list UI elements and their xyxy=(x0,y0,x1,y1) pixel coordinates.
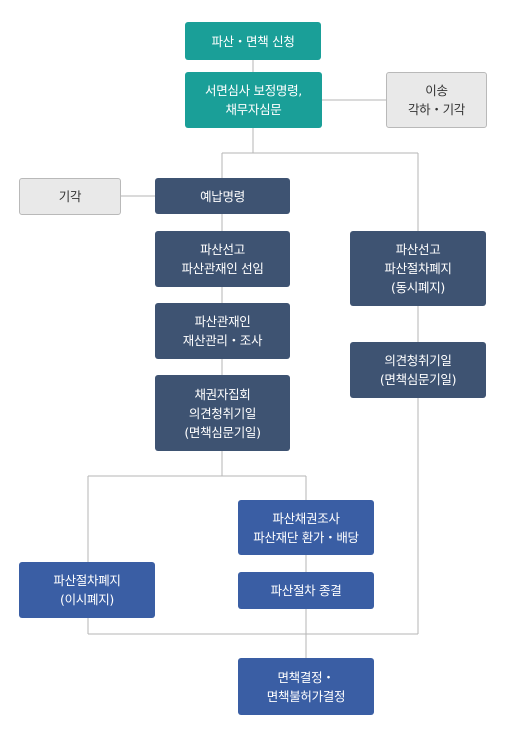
node-trustee-line-1: 파산선고 xyxy=(200,242,245,257)
node-advance-payment: 예납명령 xyxy=(155,178,290,214)
node-dismissal-line-1: 기각 xyxy=(58,189,82,204)
node-discharge-decision: 면책결정・ 면책불허가결정 xyxy=(238,658,374,715)
node-simultaneous-abolition: 파산선고 파산절차폐지 (동시폐지) xyxy=(350,231,486,306)
node-different-line-2: (이시폐지) xyxy=(60,592,114,607)
node-discharge-line-2: 면책불허가결정 xyxy=(266,688,346,704)
node-trustee-management: 파산관재인 재산관리・조사 xyxy=(155,303,290,359)
node-advance-line-1: 예납명령 xyxy=(200,188,245,204)
node-different-line-1: 파산절차폐지 xyxy=(53,573,121,588)
node-meeting-line-1: 채권자집회 xyxy=(194,386,251,402)
node-opinion-hearing: 의견청취기일 (면책심문기일) xyxy=(350,342,486,398)
node-application-line-1: 파산・면책 신청 xyxy=(211,33,295,49)
node-claims-line-1: 파산채권조사 xyxy=(272,510,340,526)
node-management-line-1: 파산관재인 xyxy=(194,314,251,329)
node-review: 서면심사 보정명령, 채무자심문 xyxy=(185,72,322,128)
node-transfer-line-1: 이송 xyxy=(425,83,448,98)
node-creditors-meeting: 채권자집회 의견청취기일 (면책심문기일) xyxy=(155,375,290,451)
node-review-line-2: 채무자심문 xyxy=(225,102,282,117)
node-simultaneous-line-3: (동시폐지) xyxy=(391,280,445,295)
node-meeting-line-3: (면책심문기일) xyxy=(184,424,261,440)
node-opinion-line-2: (면책심문기일) xyxy=(379,372,457,387)
node-opinion-line-1: 의견청취기일 xyxy=(384,353,452,368)
node-dismissal: 기각 xyxy=(19,178,121,215)
node-claims-line-2: 파산재단 환가・배당 xyxy=(253,529,359,545)
node-discharge-line-1: 면책결정・ xyxy=(277,669,335,685)
node-application: 파산・면책 신청 xyxy=(185,22,321,60)
node-simultaneous-line-1: 파산선고 xyxy=(395,242,441,257)
node-trustee-line-2: 파산관재인 선임 xyxy=(181,261,264,276)
node-transfer-dismissal: 이송 각하・기각 xyxy=(386,72,487,128)
node-termination: 파산절차 종결 xyxy=(238,572,374,609)
node-termination-line-1: 파산절차 종결 xyxy=(270,583,342,598)
node-meeting-line-2: 의견청취기일 xyxy=(188,405,257,421)
node-different-abolition: 파산절차폐지 (이시폐지) xyxy=(19,562,155,618)
connector-group xyxy=(87,60,419,658)
node-transfer-line-2: 각하・기각 xyxy=(407,102,465,117)
node-review-line-1: 서면심사 보정명령, xyxy=(205,83,302,98)
node-management-line-2: 재산관리・조사 xyxy=(182,333,263,348)
node-claims-investigation: 파산채권조사 파산재단 환가・배당 xyxy=(238,500,374,555)
node-simultaneous-line-2: 파산절차폐지 xyxy=(384,261,452,276)
node-bankruptcy-trustee: 파산선고 파산관재인 선임 xyxy=(155,231,290,287)
